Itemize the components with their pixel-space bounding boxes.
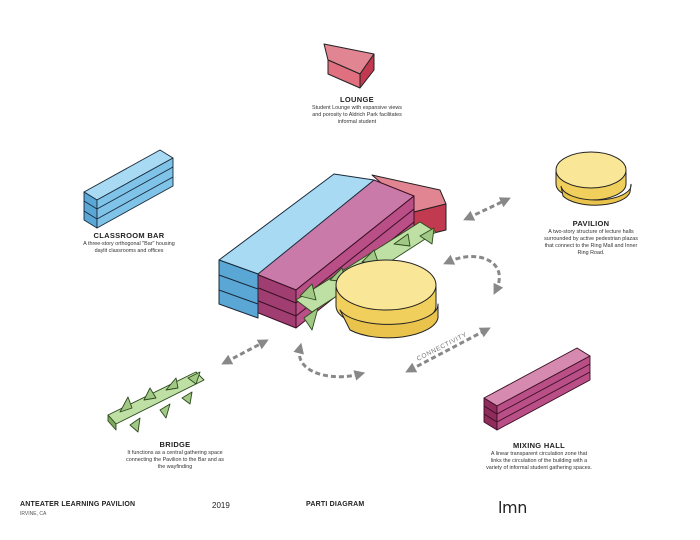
connection-arrows xyxy=(221,197,511,381)
central-assembly xyxy=(218,173,447,339)
classroom-bar-description: A three-story orthogonal "Bar" housing d… xyxy=(83,241,175,254)
project-location: IRVINE, CA xyxy=(20,511,47,517)
lmn-logo: lmn xyxy=(498,498,527,517)
arrow-connectivity xyxy=(405,327,491,373)
bridge-volume xyxy=(107,371,205,433)
arrow-pavilion-curve xyxy=(443,254,504,295)
project-year: 2019 xyxy=(212,501,230,510)
project-title: ANTEATER LEARNING PAVILION xyxy=(20,501,136,508)
arrow-bridge-bar xyxy=(221,339,269,365)
lounge-title: LOUNGE xyxy=(340,95,374,104)
pavilion-label: PAVILION A two-story structure of lectur… xyxy=(539,219,643,257)
classroom-bar-label: CLASSROOM BAR A three-story orthogonal "… xyxy=(80,231,178,255)
arrow-bridge-curve xyxy=(293,342,366,381)
mixing-hall-volume xyxy=(483,347,591,431)
lounge-description: Student Lounge with expansive views and … xyxy=(312,105,402,125)
diagram-title: PARTI DIAGRAM xyxy=(306,501,365,508)
arrow-pavilion-bar xyxy=(463,197,511,221)
pavilion-volume xyxy=(555,151,632,206)
pavilion-description: A two-story structure of lecture halls s… xyxy=(544,229,638,256)
classroom-bar-title: CLASSROOM BAR xyxy=(93,231,165,240)
bridge-title: BRIDGE xyxy=(159,440,191,449)
mixing-hall-title: MIXING HALL xyxy=(512,441,566,450)
connectivity-label: CONNECTIVITY xyxy=(416,331,469,363)
pavilion-title: PAVILION xyxy=(572,219,610,228)
bridge-label: BRIDGE It functions as a central gatheri… xyxy=(126,440,224,471)
bridge-description: It functions as a central gathering spac… xyxy=(126,450,224,470)
classroom-bar-volume xyxy=(83,149,174,229)
lounge-label: LOUNGE Student Lounge with expansive vie… xyxy=(309,95,405,126)
lounge-volume xyxy=(323,43,375,89)
mixing-hall-description: A linear transparent circulation zone th… xyxy=(486,451,592,471)
svg-text:lmn: lmn xyxy=(498,498,527,517)
mixing-hall-label: MIXING HALL A linear transparent circula… xyxy=(485,441,593,472)
